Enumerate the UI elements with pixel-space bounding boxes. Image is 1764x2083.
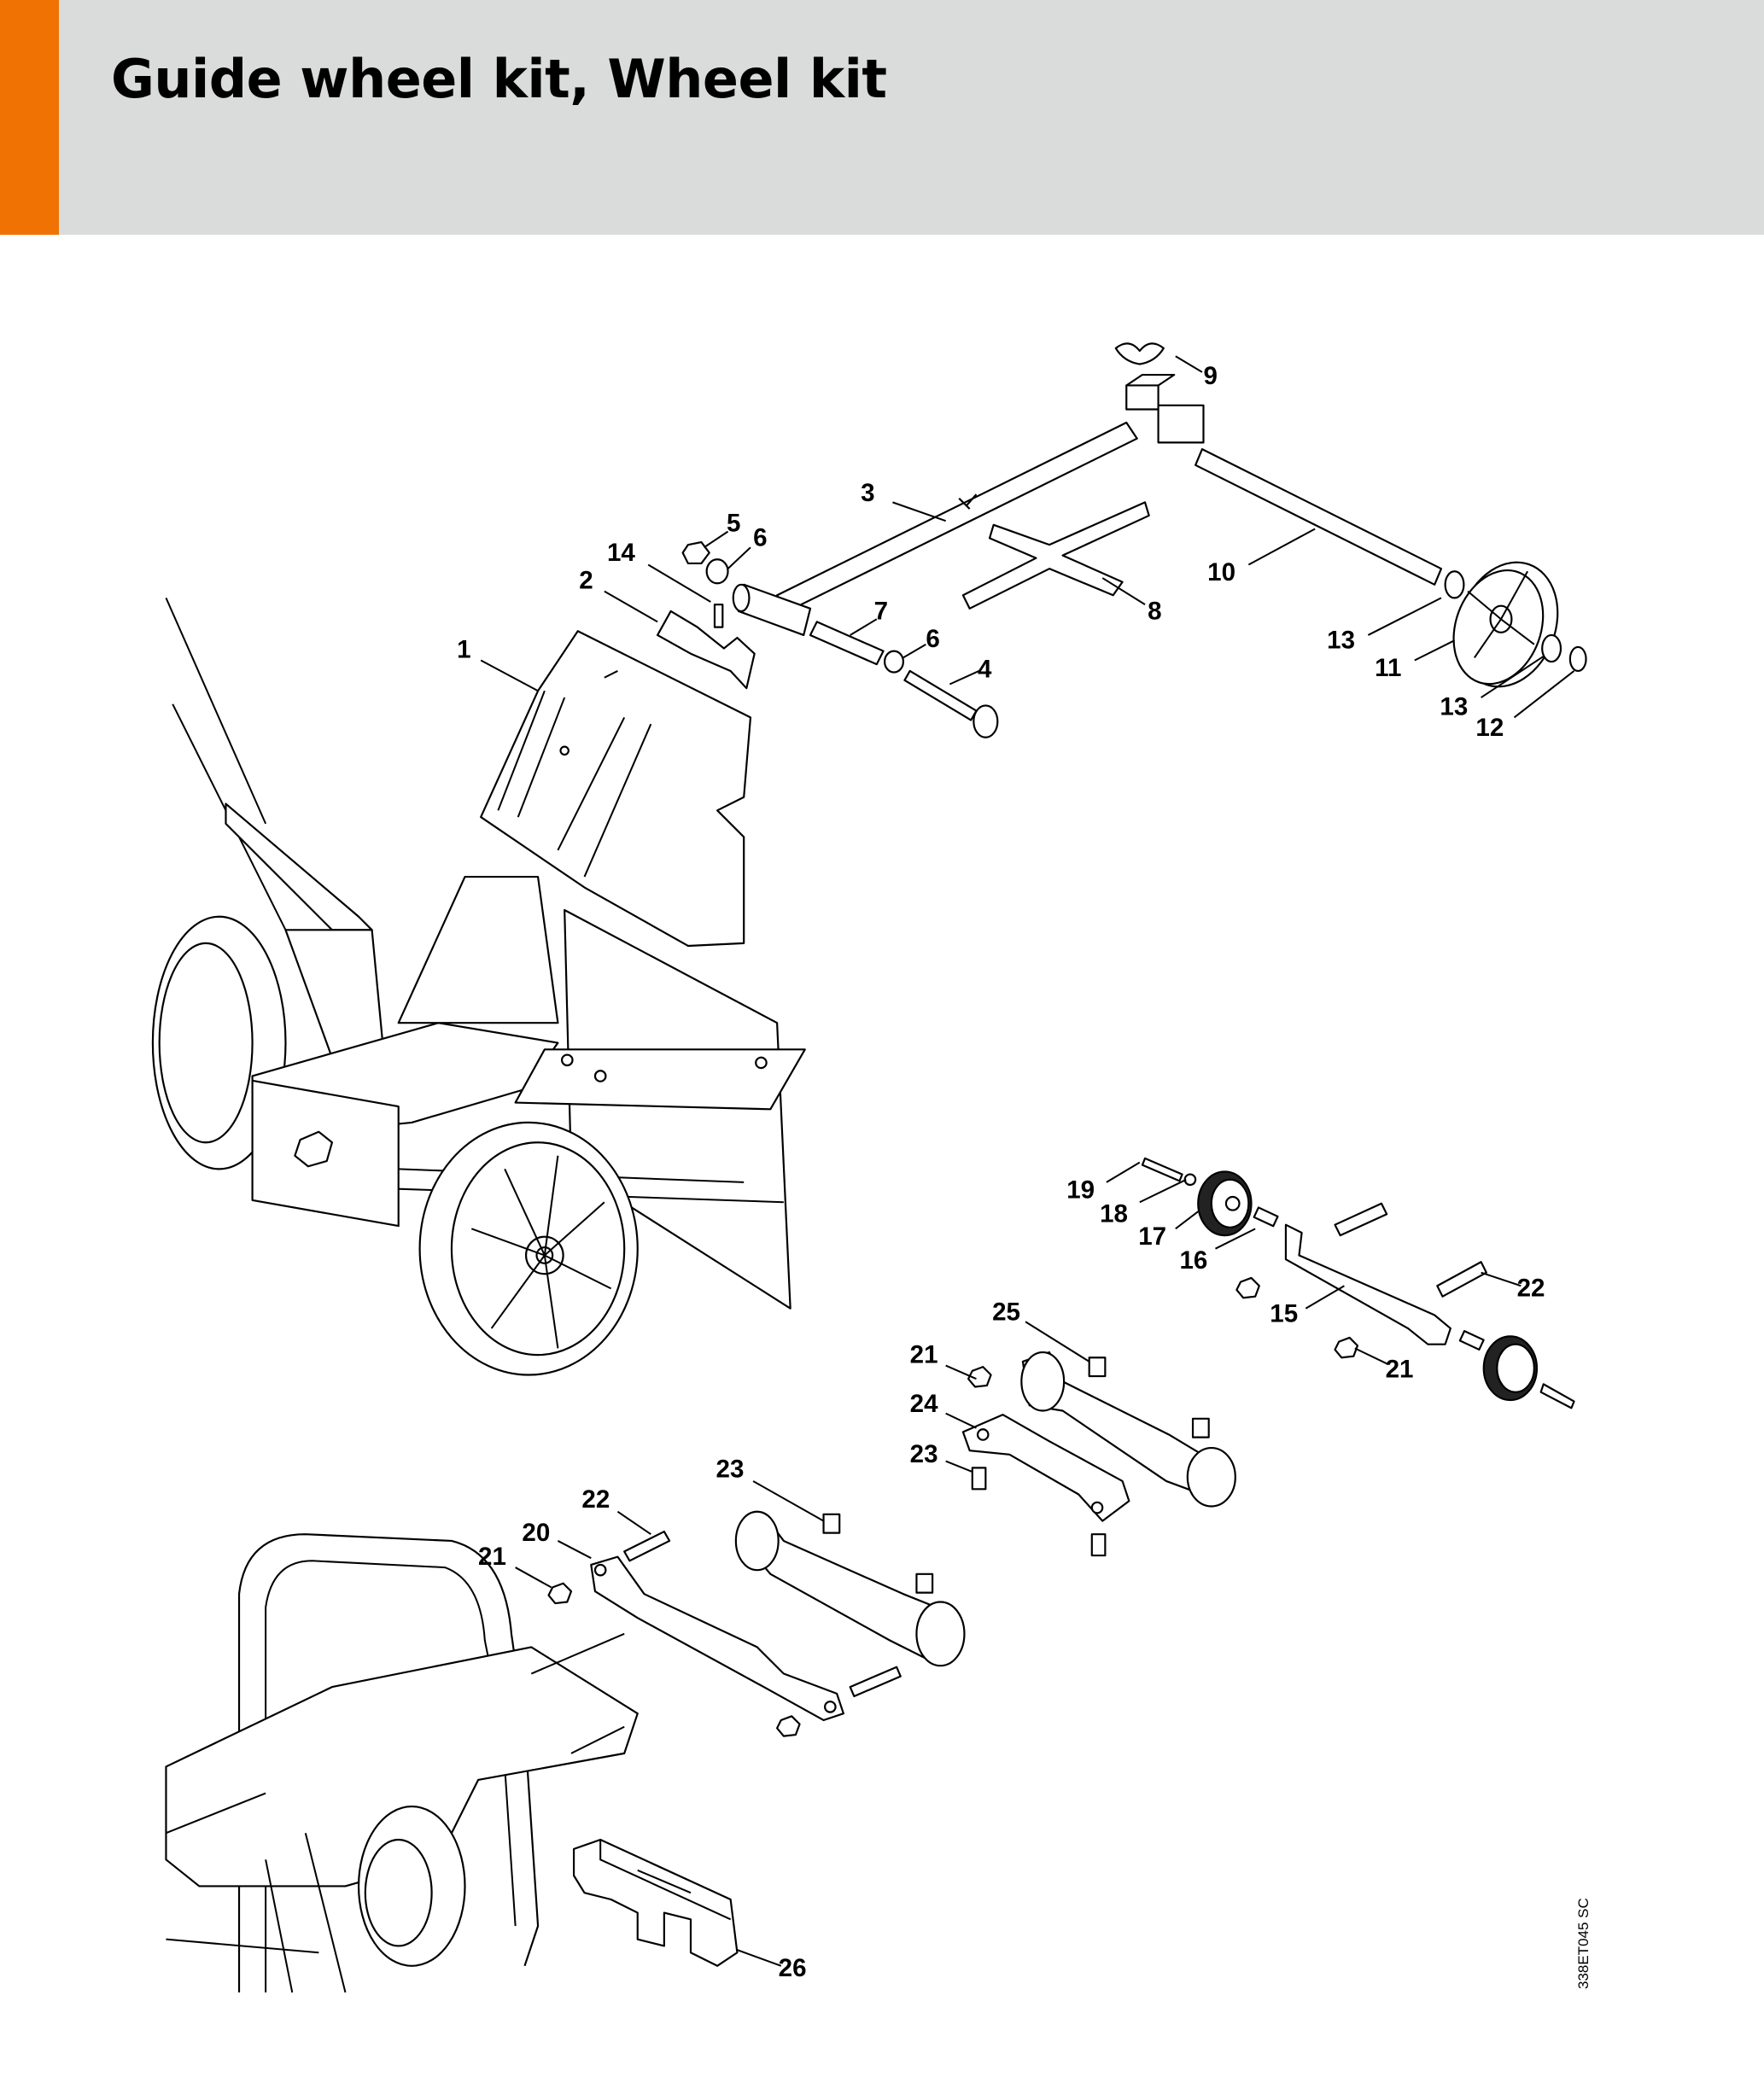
callout-label: 21	[478, 1543, 506, 1571]
callout-label: 17	[1138, 1222, 1166, 1251]
callout-label: 16	[1179, 1246, 1207, 1275]
callout-label: 3	[861, 479, 874, 507]
page-header: Guide wheel kit, Wheel kit	[0, 0, 1764, 235]
drawing-code: 338ET045 SC	[1575, 1898, 1592, 1989]
callout-label: 22	[1517, 1275, 1545, 1303]
callout-label: 9	[1203, 362, 1217, 390]
callout-label: 11	[1375, 654, 1401, 682]
callout-label: 13	[1327, 627, 1355, 655]
callout-label: 12	[1475, 714, 1504, 742]
callout-label: 18	[1100, 1200, 1128, 1228]
callout-label: 8	[1148, 597, 1161, 625]
callout-label: 19	[1066, 1176, 1095, 1205]
callout-label: 2	[579, 566, 593, 594]
callout-label: 15	[1270, 1299, 1298, 1327]
leader-lines	[480, 355, 1575, 1967]
callout-label: 22	[581, 1485, 610, 1514]
callout-label: 21	[1386, 1356, 1414, 1384]
callout-label: 25	[992, 1298, 1020, 1327]
callout-label: 7	[874, 597, 888, 625]
callout-label: 23	[910, 1440, 938, 1468]
callout-label: 10	[1207, 558, 1235, 586]
callout-label: 26	[779, 1954, 807, 1982]
guide-wheel-kit-parts	[480, 342, 1587, 951]
callout-label: 4	[978, 656, 992, 684]
callout-label: 20	[522, 1519, 550, 1547]
callout-labels: 9 3 5 6 14 2 1 7 6 4 8 10 13 11 13 12 19…	[457, 362, 1545, 1982]
callout-label: 14	[607, 539, 635, 567]
callout-label: 24	[910, 1390, 938, 1418]
callout-label: 6	[753, 524, 767, 552]
accent-bar	[0, 0, 59, 235]
callout-label: 23	[716, 1455, 745, 1483]
callout-label: 5	[727, 510, 740, 538]
callout-label: 1	[457, 635, 470, 663]
callout-label: 21	[910, 1340, 938, 1368]
wheel-kit-parts	[547, 1157, 1575, 1737]
callout-label: 13	[1440, 692, 1468, 721]
callout-label: 6	[926, 625, 939, 653]
edger-frame-illustration	[151, 597, 806, 1376]
page-title: Guide wheel kit, Wheel kit	[111, 48, 887, 110]
cut-off-saw-illustration	[165, 1533, 739, 1993]
